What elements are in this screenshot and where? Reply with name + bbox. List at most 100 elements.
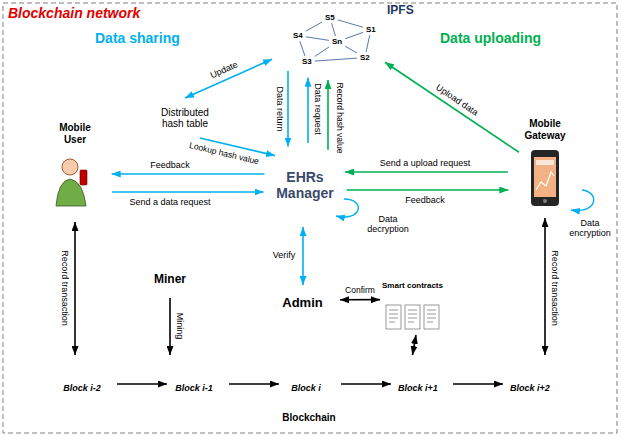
- block-cube: Block i-1: [167, 362, 229, 406]
- node-label: S3: [302, 57, 312, 66]
- contract-box: Smart contracts: [380, 278, 452, 335]
- diagram-title: Blockchain network: [8, 5, 140, 21]
- circle-outline: [507, 142, 583, 218]
- connector: [453, 383, 503, 384]
- box-outline: [149, 99, 222, 138]
- block-cube: Block i-2: [55, 362, 117, 406]
- network-border: [3, 3, 617, 433]
- edge-label: Confirm: [345, 286, 375, 296]
- connector: [347, 189, 509, 191]
- connector: [315, 58, 357, 61]
- circle-outline: [265, 4, 395, 80]
- decryption-loop: [336, 199, 358, 217]
- node-label: Block i-1: [174, 383, 214, 393]
- connector: [306, 37, 329, 41]
- connector: [366, 35, 370, 52]
- edge-label: Feedback: [150, 160, 190, 170]
- box-outline: [364, 25, 379, 35]
- edge-label: Update: [209, 59, 240, 80]
- connector: [338, 20, 363, 27]
- box-outline: [21, 356, 598, 428]
- block-cube: Block i+2: [503, 362, 565, 406]
- connector: [306, 22, 322, 31]
- connector: [300, 41, 305, 56]
- user-icon: [56, 159, 87, 206]
- box-outline: [141, 263, 200, 298]
- hash-table-box: Distributed hash table: [148, 98, 222, 138]
- encryption-loop: [571, 190, 594, 210]
- connector: [413, 335, 417, 355]
- edge-label: Record transaction: [60, 250, 70, 326]
- connector: [345, 32, 363, 38]
- box-outline: [291, 31, 306, 41]
- edge-label: Upload data: [434, 82, 480, 118]
- connector: [302, 227, 304, 285]
- process-note: Data encryption: [565, 218, 615, 239]
- node-label: Blockchain: [282, 412, 335, 424]
- cube-outline: [391, 362, 453, 406]
- edge-label: Data request: [313, 83, 323, 135]
- connector: [287, 71, 289, 147]
- blockchain-band: Blockchain Block i-2 Block i-1 Block i Block…: [20, 355, 598, 428]
- node-label: Block i-2: [62, 383, 102, 393]
- edge-label: Data return: [275, 86, 285, 131]
- connector: [341, 383, 391, 384]
- box-outline: [300, 57, 315, 67]
- storage-node: S2: [357, 52, 373, 63]
- storage-node: Sn: [329, 36, 345, 47]
- ipfs-cloud: IPFSS5S4SnS1S3S2: [265, 4, 395, 80]
- storage-node: S3: [299, 56, 315, 67]
- admin-box: Admin: [265, 285, 340, 322]
- box-outline: [266, 286, 340, 322]
- box-outline: [358, 53, 373, 63]
- connector: [112, 191, 263, 193]
- cube-outline: [55, 362, 117, 406]
- connector: [327, 80, 329, 150]
- contract-icons: [386, 305, 439, 329]
- section-heading: Data sharing: [95, 30, 180, 46]
- node-label: S1: [366, 25, 376, 34]
- miner-box: Miner: [140, 262, 200, 298]
- connector: [117, 383, 167, 384]
- connector: [307, 78, 309, 143]
- box-outline: [381, 279, 452, 335]
- connector: [169, 298, 171, 355]
- manager-circle: EHRs Manager: [263, 143, 347, 227]
- cube-outline: [279, 362, 341, 406]
- node-label: Sn: [332, 37, 342, 46]
- node-label: Block i: [286, 383, 326, 393]
- circle-outline: [37, 146, 113, 222]
- connector: [345, 46, 357, 53]
- node-label: Mobile Gateway: [517, 118, 573, 141]
- connector: [544, 218, 546, 355]
- gateway-circle: Mobile Gateway: [505, 118, 585, 220]
- cube-outline: [503, 362, 565, 406]
- block-cube: Block i+1: [391, 362, 453, 406]
- connector: [345, 171, 508, 173]
- connector: [229, 383, 279, 384]
- box-outline: [330, 37, 345, 47]
- section-heading: Data uploading: [440, 30, 541, 46]
- storage-node: S5: [322, 12, 338, 23]
- edge-label: Feedback: [405, 195, 445, 205]
- node-label: IPFS: [387, 4, 414, 18]
- node-label: Block i+2: [510, 383, 550, 393]
- edge-label: Lookup hash value: [188, 141, 260, 167]
- storage-node: S1: [363, 24, 379, 35]
- edge-label: Verify: [273, 250, 296, 260]
- box-outline: [323, 13, 338, 23]
- node-label: S2: [360, 53, 370, 62]
- node-label: S4: [293, 31, 303, 40]
- connector: [332, 23, 336, 36]
- connector: [385, 62, 519, 152]
- connector: [112, 173, 265, 175]
- node-label: EHRs Manager: [269, 169, 341, 201]
- cube-outline: [167, 362, 229, 406]
- node-label: Block i+1: [398, 383, 438, 393]
- edge-label: Record transaction: [550, 250, 560, 326]
- node-label: Miner: [154, 273, 186, 287]
- connector: [340, 299, 380, 301]
- storage-node: S4: [290, 30, 306, 41]
- edge-label: Record hash value: [334, 83, 344, 154]
